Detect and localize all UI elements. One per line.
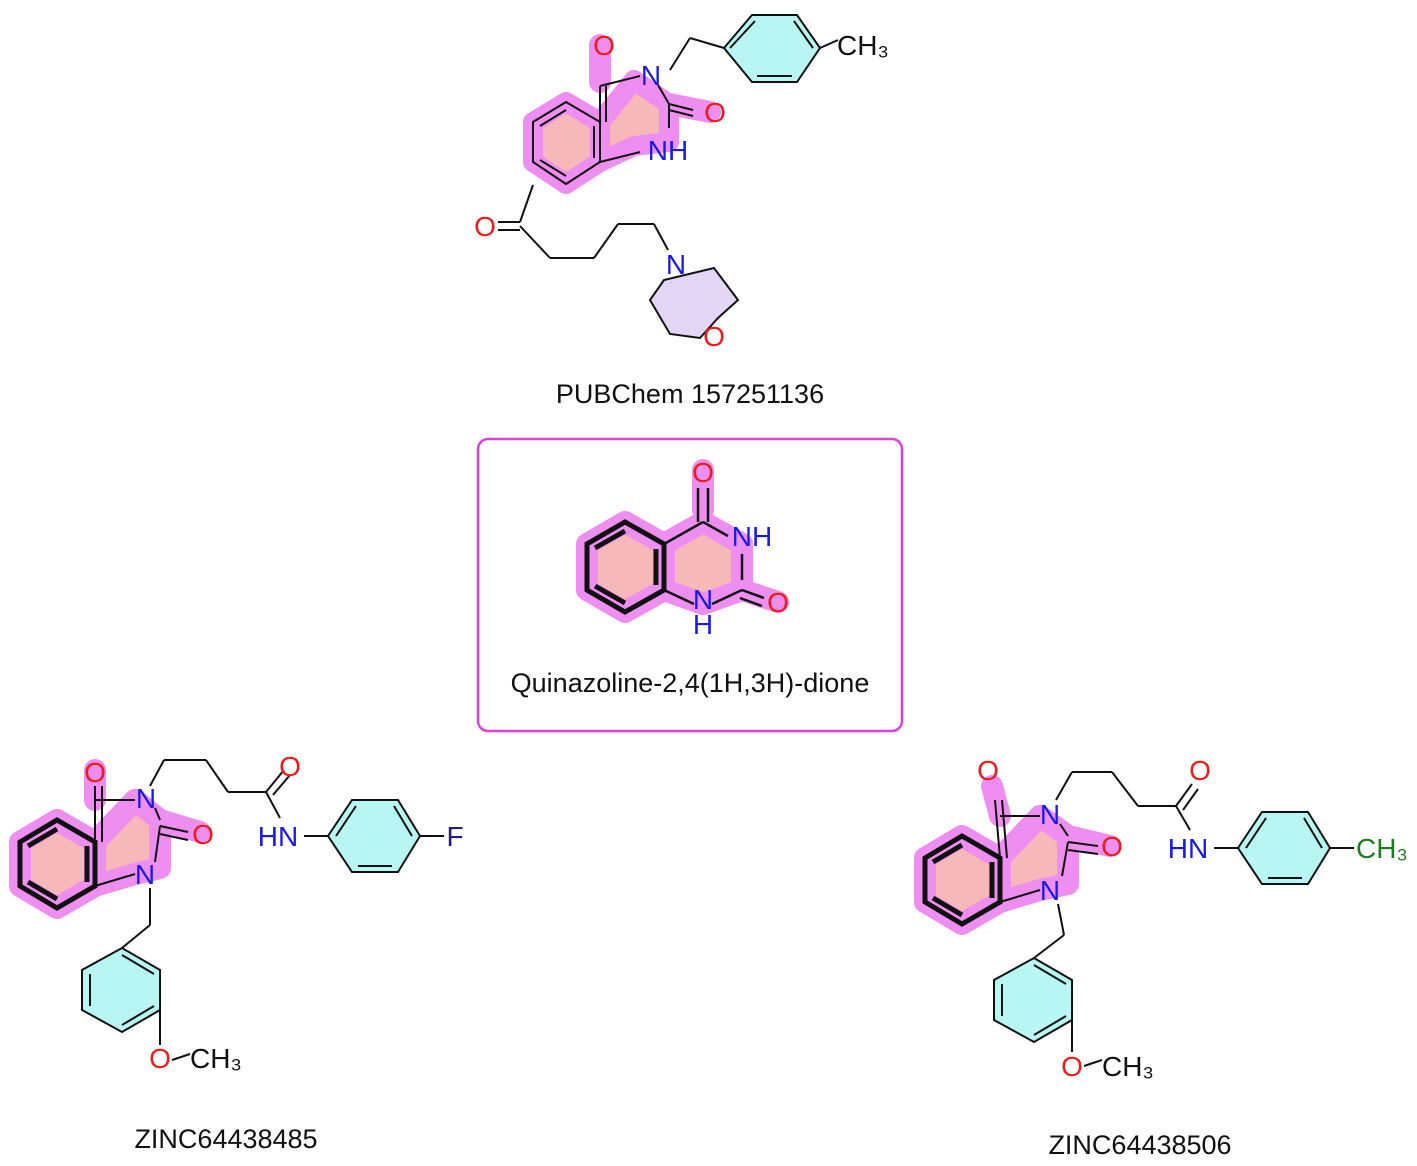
caption-core: Quinazoline-2,4(1H,3H)-dione: [511, 668, 870, 698]
caption-zinc64438485: ZINC64438485: [134, 1124, 317, 1154]
atom-label-o: O: [692, 457, 714, 488]
atom-label-o: O: [704, 97, 726, 128]
atom-label-n: N: [1040, 875, 1060, 906]
atom-label-n: N: [136, 783, 156, 814]
atom-label-f: F: [446, 821, 463, 852]
quinazolinedione-highlight: [914, 775, 1121, 935]
atom-label-o: O: [767, 587, 789, 618]
atom-label-o: O: [1061, 1051, 1083, 1082]
caption-zinc64438506: ZINC64438506: [1048, 1130, 1231, 1160]
atom-label-o: O: [279, 751, 301, 782]
methoxyphenyl-ring: [993, 956, 1073, 1044]
atom-label-ch3: CH₃: [837, 30, 889, 61]
atom-label-n: N: [641, 60, 661, 91]
atom-label-n: N: [1040, 799, 1060, 830]
tolyl-ring: [722, 14, 822, 83]
morpholine-ring: [648, 266, 740, 340]
methoxyphenyl-ring: [81, 946, 161, 1034]
atom-label-o: O: [703, 321, 725, 352]
atom-label-hn: HN: [1168, 833, 1208, 864]
atom-label-ch3: CH₃: [1102, 1051, 1154, 1082]
caption-pubchem: PUBChem 157251136: [556, 379, 824, 409]
atom-label-n: N: [135, 859, 155, 890]
tolyl-ring: [1236, 811, 1332, 885]
molecule-quinazoline-dione: O NH O N H Quinazoline-2,4(1H,3H)-dione: [511, 457, 870, 698]
atom-label-ch3: CH₃: [1356, 833, 1408, 864]
atom-label-nh: NH: [648, 135, 688, 166]
atom-label-hn: HN: [258, 821, 298, 852]
molecule-pubchem-157251136: O N O NH CH₃ O N O PUBChem 157251136: [474, 14, 889, 409]
atom-label-o: O: [1101, 831, 1123, 862]
atom-label-ch3: CH₃: [190, 1043, 242, 1074]
fluorophenyl-ring: [326, 799, 422, 873]
atom-label-o: O: [84, 757, 106, 788]
molecule-zinc64438506: O N O N O HN CH₃ O CH₃ ZINC64438506: [914, 755, 1408, 1160]
atom-label-o: O: [192, 819, 214, 850]
atom-label-o: O: [149, 1043, 171, 1074]
atom-label-o: O: [977, 755, 999, 786]
atom-label-o: O: [474, 211, 496, 242]
atom-label-n: N: [666, 249, 686, 280]
quinazolinedione-highlight: [9, 759, 211, 919]
molecule-zinc64438485: O N O N O HN F O CH₃ ZINC64438485: [9, 751, 464, 1154]
atom-label-nh: NH: [732, 521, 772, 552]
atom-label-n: N: [693, 584, 713, 615]
atom-label-o: O: [1189, 755, 1211, 786]
atom-label-h: H: [693, 609, 713, 640]
atom-label-o: O: [593, 30, 615, 61]
